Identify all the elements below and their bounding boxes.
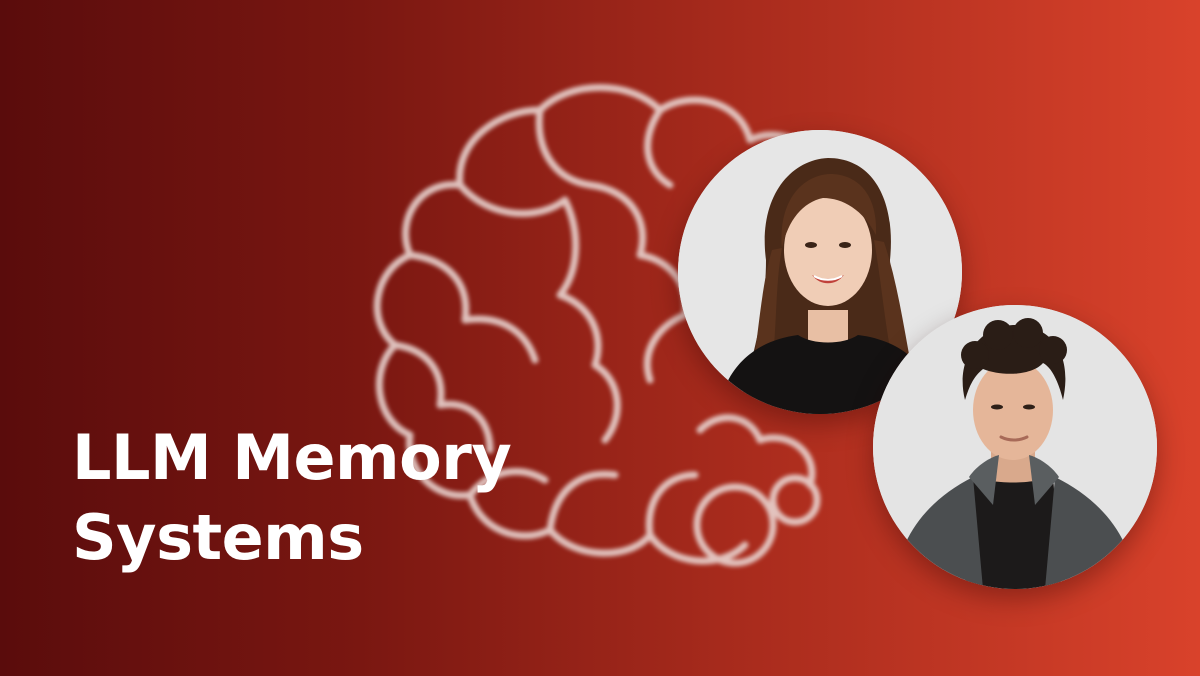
brain-icon bbox=[373, 84, 843, 567]
avatar-man bbox=[873, 305, 1157, 589]
title-line-2: Systems bbox=[72, 501, 364, 574]
page-title: LLM Memory Systems bbox=[72, 418, 512, 578]
title-line-1: LLM Memory bbox=[72, 421, 512, 494]
man-portrait bbox=[873, 305, 1157, 589]
